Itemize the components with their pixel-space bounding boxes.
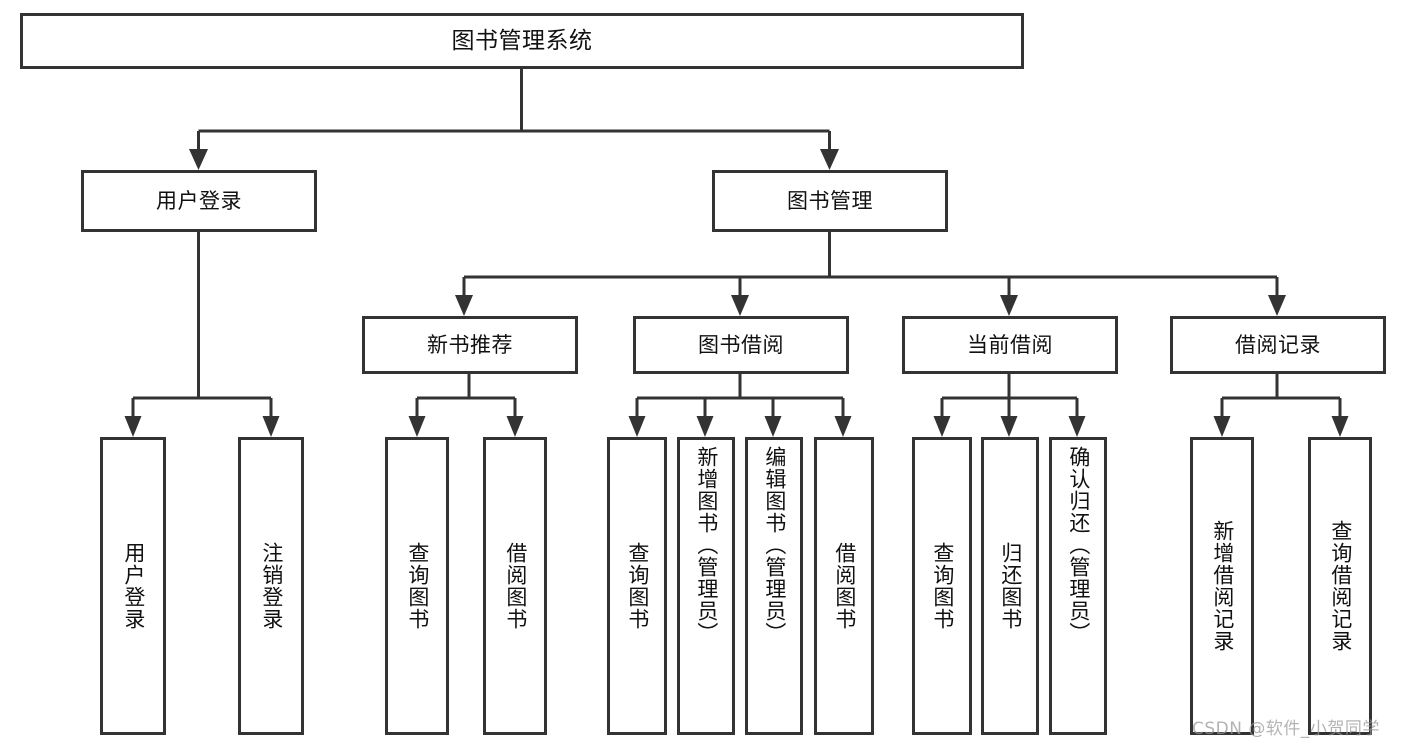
connector-group-book-manage [455, 232, 1286, 316]
arrow-head-br-add-record [1213, 416, 1231, 437]
arrow-head-rec-borrow-book [506, 416, 524, 437]
connector-group-root [189, 68, 839, 170]
arrow-head-new-book-rec [455, 295, 473, 316]
connector-group-book-borrow [628, 374, 852, 437]
node-box-leaf-bb-add-book[interactable] [677, 437, 735, 735]
arrow-head-bb-query-book [628, 416, 646, 437]
connector-group-new-book-rec [408, 374, 524, 437]
node-box-leaf-bb-borrow-book[interactable] [814, 437, 874, 735]
arrow-head-borrow-record [1268, 295, 1286, 316]
arrow-head-bb-borrow-book [834, 416, 852, 437]
node-box-current-borrow[interactable] [902, 316, 1118, 374]
node-box-leaf-cb-query-book[interactable] [912, 437, 972, 735]
connector-group-user-login [124, 232, 280, 437]
node-box-root[interactable] [20, 13, 1024, 69]
node-box-leaf-br-query-record[interactable] [1308, 437, 1372, 735]
arrow-head-bb-add-book [696, 416, 714, 437]
connector-group-borrow-record [1213, 374, 1349, 437]
node-box-user-login[interactable] [81, 170, 317, 232]
arrow-head-leaf-user-login [124, 416, 142, 437]
node-box-leaf-user-login[interactable] [100, 437, 166, 735]
node-box-leaf-bb-query-book[interactable] [607, 437, 667, 735]
node-box-leaf-cb-confirm-return[interactable] [1049, 437, 1107, 735]
node-box-book-borrow[interactable] [633, 316, 849, 374]
node-box-new-book-rec[interactable] [362, 316, 578, 374]
arrow-head-cb-return-book [1000, 416, 1018, 437]
arrow-head-bb-edit-book [764, 416, 782, 437]
node-box-leaf-user-logout[interactable] [238, 437, 304, 735]
arrow-head-cb-confirm-return [1068, 416, 1086, 437]
arrow-head-book-borrow [731, 295, 749, 316]
csdn-watermark: CSDN @软件_小贺同学 [1192, 719, 1380, 739]
node-box-leaf-cb-return-book[interactable] [981, 437, 1039, 735]
arrow-head-user-login [189, 149, 208, 170]
arrow-head-cb-query-book [933, 416, 951, 437]
arrow-head-current-borrow [1000, 295, 1018, 316]
arrow-head-rec-query-book [408, 416, 426, 437]
arrow-head-leaf-user-logout [262, 416, 280, 437]
arrow-head-book-manage [820, 149, 839, 170]
node-box-leaf-rec-borrow-book[interactable] [483, 437, 547, 735]
node-box-book-manage[interactable] [712, 170, 948, 232]
node-box-borrow-record[interactable] [1170, 316, 1386, 374]
node-box-leaf-bb-edit-book[interactable] [745, 437, 803, 735]
arrow-head-br-query-record [1331, 416, 1349, 437]
node-box-leaf-rec-query-book[interactable] [385, 437, 449, 735]
node-box-leaf-br-add-record[interactable] [1190, 437, 1254, 735]
connector-group-current-borrow [933, 374, 1086, 437]
